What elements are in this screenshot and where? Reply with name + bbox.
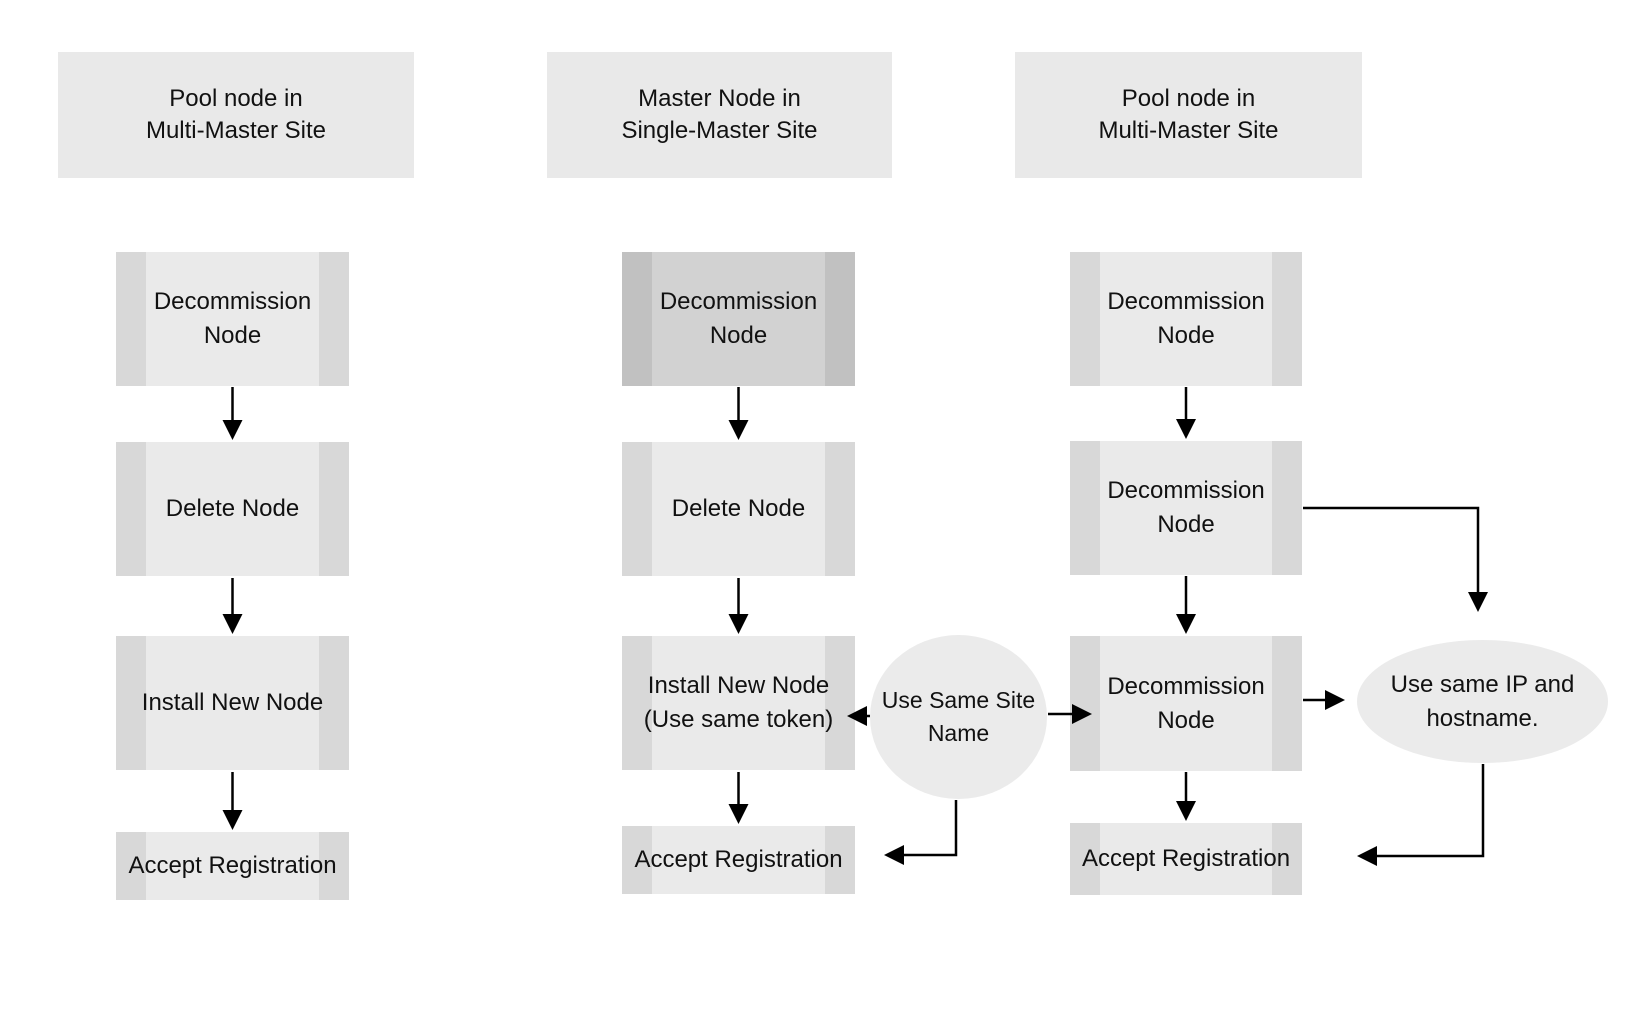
flow-step-install-new-node: Install New Node bbox=[116, 636, 349, 770]
column-header-label: Pool node in Multi-Master Site bbox=[145, 85, 327, 144]
flow-step-decommission-node: Decommission Node bbox=[1070, 252, 1302, 386]
flow-step-label: Delete Node bbox=[671, 495, 806, 522]
flow-step-accept-registration: Accept Registration bbox=[622, 826, 855, 894]
column-header-master-node: Master Node in Single-Master Site bbox=[547, 52, 892, 178]
arrow-circle-to-col2-accept-registration bbox=[884, 800, 958, 865]
column-header-pool-node-right: Pool node in Multi-Master Site bbox=[1015, 52, 1362, 178]
flow-step-decommission-node: Decommission Node bbox=[622, 252, 855, 386]
flow-step-label: Install New Node (Use same token) bbox=[643, 672, 834, 733]
ip-hostname-note-ellipse: Use same IP and hostname. bbox=[1357, 640, 1608, 763]
flow-step-delete-node: Delete Node bbox=[622, 442, 855, 576]
arrow-col3-step2-to-ellipse bbox=[1303, 506, 1488, 612]
flow-step-decommission-node: Decommission Node bbox=[1070, 441, 1302, 575]
flow-step-label: Accept Registration bbox=[1081, 845, 1291, 872]
flow-step-label: Decommission Node bbox=[659, 288, 818, 349]
site-name-note-label: Use Same Site Name bbox=[881, 687, 1036, 746]
flow-step-delete-node: Delete Node bbox=[116, 442, 349, 576]
ip-hostname-note-label: Use same IP and hostname. bbox=[1390, 670, 1575, 732]
flow-step-label: Decommission Node bbox=[153, 288, 312, 349]
flow-step-label: Accept Registration bbox=[634, 846, 843, 873]
flow-step-label: Decommission Node bbox=[1107, 672, 1265, 734]
flow-step-label: Install New Node bbox=[141, 689, 324, 716]
column-header-pool-node-left: Pool node in Multi-Master Site bbox=[58, 52, 414, 178]
flow-step-label: Decommission Node bbox=[1107, 288, 1265, 349]
column-header-label: Pool node in Multi-Master Site bbox=[1098, 85, 1279, 144]
flow-step-decommission-node: Decommission Node bbox=[116, 252, 349, 386]
flow-step-label: Delete Node bbox=[165, 495, 300, 522]
flow-step-install-new-node-same-token: Install New Node (Use same token) bbox=[622, 636, 855, 770]
flow-step-decommission-node: Decommission Node bbox=[1070, 636, 1302, 771]
column-header-label: Master Node in Single-Master Site bbox=[621, 85, 818, 144]
flow-step-label: Decommission Node bbox=[1107, 477, 1265, 538]
arrow-ellipse-to-col3-accept-registration bbox=[1357, 764, 1485, 866]
flow-step-accept-registration: Accept Registration bbox=[1070, 823, 1302, 895]
site-name-note-circle: Use Same Site Name bbox=[870, 635, 1047, 799]
flow-step-label: Accept Registration bbox=[128, 852, 337, 879]
flow-step-accept-registration: Accept Registration bbox=[116, 832, 349, 900]
